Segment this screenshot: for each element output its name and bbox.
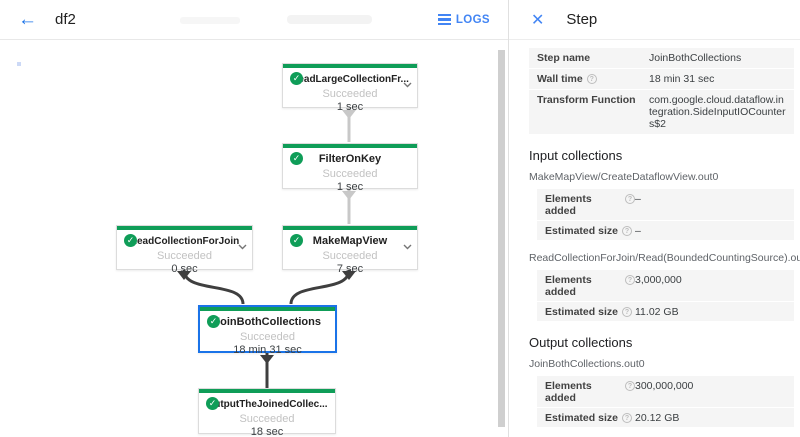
redacted-blur	[180, 17, 240, 24]
help-icon[interactable]: ?	[621, 306, 632, 317]
node-status: Succeeded	[239, 413, 295, 425]
help-icon[interactable]: ?	[621, 412, 632, 423]
graph-node-outputthejoined[interactable]: ✓ OutputTheJoinedCollec... Succeeded 18 …	[198, 388, 336, 437]
succeeded-check-icon: ✓	[290, 152, 303, 165]
node-title: OutputTheJoinedCollec...	[206, 398, 328, 410]
succeeded-check-icon: ✓	[207, 315, 220, 328]
estimated-size-row: Estimated size ? 20.12 GB	[537, 408, 794, 427]
succeeded-check-icon: ✓	[124, 234, 137, 247]
node-status: Succeeded	[322, 168, 378, 180]
graph-edges	[177, 108, 356, 388]
expand-chevron-icon[interactable]	[403, 237, 412, 255]
help-icon[interactable]: ?	[586, 74, 597, 84]
graph-artifact-dot	[17, 62, 21, 66]
wall-time-value: 18 min 31 sec	[649, 73, 715, 85]
node-status-bar	[117, 226, 252, 230]
node-title: ReadCollectionForJoin	[129, 235, 240, 247]
node-status: Succeeded	[156, 250, 213, 262]
node-title: FilterOnKey	[318, 153, 382, 165]
node-status: Succeeded	[322, 88, 378, 100]
node-status-bar	[200, 307, 335, 311]
help-icon[interactable]: ?	[625, 274, 635, 285]
expand-chevron-icon[interactable]	[403, 75, 412, 93]
logs-list-icon	[437, 13, 451, 26]
transform-function-value: com.google.cloud.dataflow.integration.Si…	[649, 94, 786, 130]
succeeded-check-icon: ✓	[206, 397, 219, 410]
step-name-value: JoinBothCollections	[649, 52, 742, 64]
collection-name: MakeMapView/CreateDataflowView.out0	[529, 171, 719, 183]
elements-added-row: Elements added ? –	[537, 189, 794, 220]
succeeded-check-icon: ✓	[290, 234, 303, 247]
step-panel-title: Step	[566, 11, 598, 28]
node-status-bar	[283, 226, 417, 230]
node-time: 1 sec	[336, 181, 364, 193]
output-collection-0: JoinBothCollections.out0 Elements added …	[529, 358, 794, 427]
expand-chevron-icon[interactable]	[238, 237, 247, 255]
node-time: 1 sec	[336, 101, 364, 113]
node-status-bar	[283, 64, 417, 68]
detail-row-step-name: Step name JoinBothCollections	[529, 48, 794, 68]
input-collection-1: ReadCollectionForJoin/Read(BoundedCounti…	[529, 252, 800, 321]
node-status-bar	[283, 144, 417, 148]
elements-added-row: Elements added ? 3,000,000	[537, 270, 794, 301]
node-title: MakeMapView	[312, 235, 388, 247]
estimated-size-row: Estimated size ? –	[537, 221, 794, 240]
graph-node-makemapview[interactable]: ✓ MakeMapView Succeeded 7 sec	[282, 225, 418, 275]
node-time: 18 sec	[250, 426, 284, 437]
node-time: 7 sec	[336, 263, 364, 275]
job-topbar: ← df2 LOGS	[0, 0, 508, 40]
help-icon[interactable]: ?	[625, 193, 635, 204]
graph-scrollbar[interactable]	[498, 50, 505, 427]
graph-node-readcollectionforjoin[interactable]: ✓ ReadCollectionForJoin Succeeded 0 sec	[116, 225, 253, 275]
output-collections-heading: Output collections	[529, 335, 633, 350]
node-status-bar	[199, 389, 335, 393]
help-icon[interactable]: ?	[625, 380, 635, 391]
node-title: JoinBothCollections	[214, 316, 321, 328]
step-panel-header: ✕ Step	[509, 0, 800, 40]
node-title: ReadLargeCollectionFr...	[291, 73, 409, 85]
succeeded-check-icon: ✓	[290, 72, 303, 85]
node-time: 18 min 31 sec	[233, 344, 302, 356]
job-title: df2	[55, 11, 76, 28]
back-arrow-icon[interactable]: ←	[18, 9, 37, 30]
node-status: Succeeded	[322, 250, 378, 262]
logs-button-label: LOGS	[455, 13, 490, 26]
input-collection-0: MakeMapView/CreateDataflowView.out0 Elem…	[529, 171, 794, 240]
help-icon[interactable]: ?	[621, 225, 632, 236]
step-panel-body: Step name JoinBothCollections Wall time …	[509, 40, 800, 437]
collection-name: ReadCollectionForJoin/Read(BoundedCounti…	[529, 252, 800, 264]
elements-added-row: Elements added ? 300,000,000	[537, 376, 794, 407]
step-details-panel: ✕ Step Step name JoinBothCollections Wal…	[508, 0, 800, 437]
estimated-size-row: Estimated size ? 11.02 GB	[537, 302, 794, 321]
graph-node-readlargecollection[interactable]: ✓ ReadLargeCollectionFr... Succeeded 1 s…	[282, 63, 418, 113]
close-icon[interactable]: ✕	[531, 11, 545, 29]
logs-button[interactable]: LOGS	[432, 10, 496, 30]
collection-name: JoinBothCollections.out0	[529, 358, 645, 370]
job-graph-panel: ← df2 LOGS	[0, 0, 508, 437]
graph-node-joinbothcollections[interactable]: ✓ JoinBothCollections Succeeded 18 min 3…	[198, 305, 337, 356]
pipeline-graph: ✓ ReadLargeCollectionFr... Succeeded 1 s…	[0, 40, 508, 437]
node-time: 0 sec	[171, 263, 198, 275]
input-collections-heading: Input collections	[529, 148, 623, 163]
detail-row-transform-function: Transform Function com.google.cloud.data…	[529, 90, 794, 134]
graph-node-filteronkey[interactable]: ✓ FilterOnKey Succeeded 1 sec	[282, 143, 418, 193]
detail-row-wall-time: Wall time ? 18 min 31 sec	[529, 69, 794, 89]
node-status: Succeeded	[239, 331, 296, 343]
redacted-blur	[287, 15, 372, 24]
